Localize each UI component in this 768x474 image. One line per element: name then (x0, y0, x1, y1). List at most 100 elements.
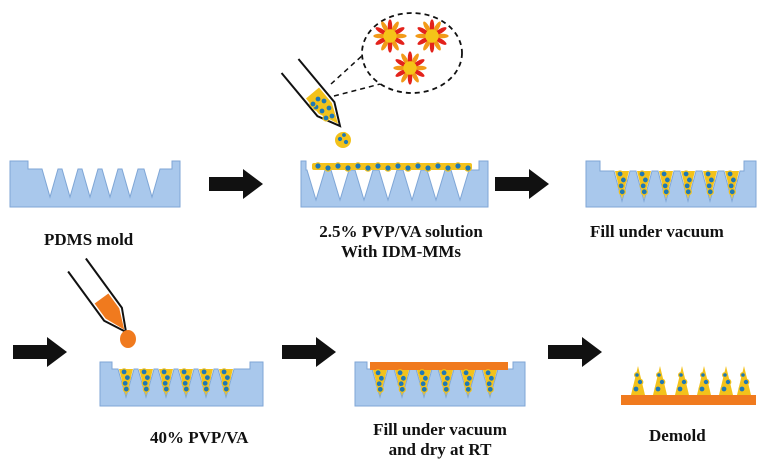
pipette-step2-body (280, 58, 342, 128)
needle-particle (641, 176, 649, 184)
free-needle-particle (724, 378, 732, 386)
particle-dot (454, 162, 462, 170)
step2-label: 2.5% PVP/VA solution With IDM-MMs (296, 222, 506, 262)
needle-particle (619, 176, 627, 184)
particle-dot (318, 107, 326, 115)
needle-particle (221, 379, 229, 387)
needle-particle (440, 369, 448, 377)
solution-particles (314, 162, 472, 172)
flower-particle-icon (393, 51, 427, 85)
particle-dot (336, 135, 344, 143)
free-needle-particle (738, 385, 746, 393)
particle-dot (314, 95, 322, 103)
particle-dot (309, 100, 317, 108)
arrow-3 (13, 337, 67, 367)
process-arrow-icon (209, 169, 263, 199)
needle-particle (163, 374, 171, 382)
needle-particle (222, 385, 230, 393)
flower-core (383, 29, 397, 43)
needle-particle (617, 182, 625, 190)
arrow-2 (495, 169, 549, 199)
step3-label: Fill under vacuum (590, 222, 724, 241)
needle-particle (462, 369, 470, 377)
step4-label: 40% PVP/VA (150, 428, 249, 447)
needle-particle (374, 369, 382, 377)
free-needle-particle (739, 372, 746, 379)
needle-particle (684, 188, 692, 196)
particle-dot (384, 164, 392, 172)
needle-particle (418, 369, 426, 377)
process-arrow-icon (495, 169, 549, 199)
arrow-1 (209, 169, 263, 199)
needle-particle (140, 368, 148, 376)
needle-particle (707, 176, 715, 184)
particle-dot (434, 162, 442, 170)
needle-particle (705, 182, 713, 190)
free-needle-particle (677, 372, 684, 379)
needle-particle (220, 368, 228, 376)
needle-particle (662, 188, 670, 196)
needle-particle (661, 182, 669, 190)
needle-particle (123, 374, 131, 382)
particle-dot (340, 131, 348, 139)
particle-dot (364, 164, 372, 172)
step2-label-line2: With IDM-MMs (340, 242, 462, 261)
needle-particle (640, 188, 648, 196)
needle-particle (420, 385, 428, 393)
needle-particle (442, 385, 450, 393)
particle-dot (328, 112, 336, 120)
particle-dot (325, 104, 333, 112)
process-arrow-icon (13, 337, 67, 367)
needle-particle (181, 379, 189, 387)
particle-dot (354, 162, 362, 170)
needle-particle (200, 368, 208, 376)
pipette-step4-liquid (94, 293, 125, 330)
process-arrow-icon (282, 337, 336, 367)
free-needle-particle (633, 372, 640, 379)
needle-particle (638, 170, 646, 178)
particle-dot (334, 162, 342, 170)
zoom-line-bottom (333, 81, 389, 97)
needle-particle (160, 368, 168, 376)
free-needle-particle (698, 385, 706, 393)
needle-particle (142, 385, 150, 393)
particle-dot (344, 164, 352, 172)
drop-particles (336, 131, 350, 146)
free-needle-particle (699, 372, 706, 379)
mold-step2 (300, 160, 489, 208)
free-needle-particle (702, 378, 710, 386)
patch-base (621, 395, 756, 405)
step5-label-line2: and dry at RT (388, 440, 492, 459)
demolded-patch (621, 366, 756, 405)
zoom-bubble (361, 12, 463, 94)
needle-particle (162, 385, 170, 393)
particle-dot (314, 162, 322, 170)
needle-particle (728, 188, 736, 196)
needle-particle (182, 385, 190, 393)
filled-needles-step5 (373, 369, 497, 396)
flower-core (425, 29, 439, 43)
step2-label-line1: 2.5% PVP/VA solution (319, 222, 483, 241)
orange-drop (120, 330, 136, 348)
arrow-5 (548, 337, 602, 367)
pipette-step2-particles (309, 95, 336, 122)
free-needle-particle (636, 378, 644, 386)
flower-particle-icon (415, 19, 449, 53)
free-needle-particle (658, 378, 666, 386)
step6-label: Demold (649, 426, 706, 445)
needle-particle (161, 379, 169, 387)
filled-needles-step4 (119, 368, 233, 396)
needle-particle (201, 379, 209, 387)
needle-particle (660, 170, 668, 178)
needle-particle (464, 385, 472, 393)
needle-particle (223, 374, 231, 382)
filled-needles-step3 (615, 170, 739, 199)
free-needle-particle (676, 385, 684, 393)
needle-particle (396, 369, 404, 377)
needle-particle (183, 374, 191, 382)
mold-step1 (9, 160, 181, 208)
particle-dot (464, 164, 472, 172)
pipette-step4-body (67, 257, 128, 334)
